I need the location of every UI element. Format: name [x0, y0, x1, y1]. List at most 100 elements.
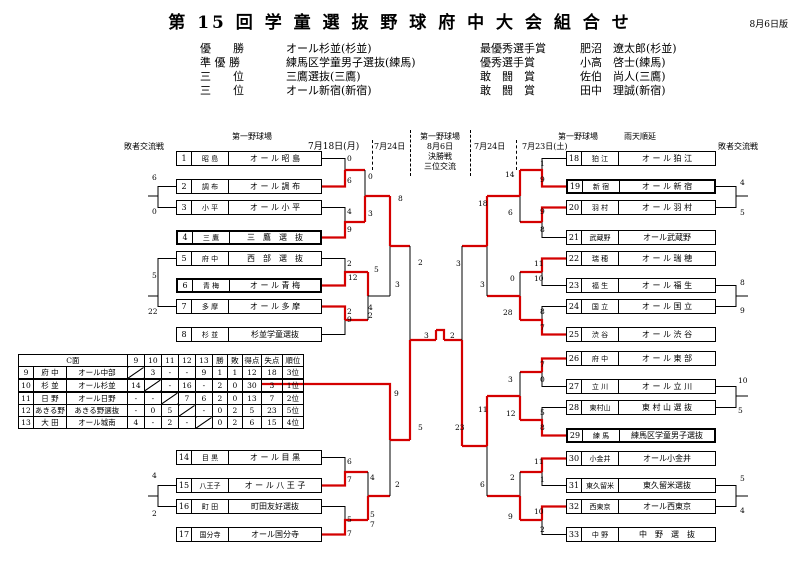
group-header-cell: 10	[143, 354, 162, 367]
edition-date: 8月6日版	[749, 20, 788, 30]
group-cell: 0	[226, 391, 243, 405]
group-cell: 1位	[281, 378, 304, 393]
team-name: オール西東京	[643, 502, 691, 511]
team-name: 東 村 山 選 抜	[641, 403, 693, 412]
team-number: 15	[177, 479, 192, 492]
group-cell: 6	[194, 391, 213, 405]
score-label: 11	[534, 259, 544, 268]
team-number: 2	[177, 180, 192, 193]
team-number: 32	[567, 500, 582, 513]
group-cell: 7	[177, 391, 196, 405]
group-cell: 2位	[281, 391, 304, 405]
group-header-cell: 順位	[281, 354, 304, 367]
score-label: 7	[540, 323, 545, 332]
score-label: 14	[505, 170, 515, 179]
score-label: 6	[152, 173, 157, 182]
team-area: 町 田	[192, 500, 229, 513]
score-label: 4	[370, 473, 375, 482]
group-cell: 2	[160, 416, 179, 429]
group-cell: 13	[241, 391, 262, 405]
score-label: 3	[368, 209, 373, 218]
group-cell: オール日野	[65, 391, 128, 405]
score-label: 4	[740, 506, 745, 515]
group-cell: 23	[260, 404, 283, 417]
team-name: オ ー ル 瑞 穂	[641, 254, 693, 263]
group-cell: -	[126, 404, 145, 417]
award-value: 練馬区学童男子選抜(練馬)	[286, 56, 416, 69]
awards-right: 最優秀選手賞肥沼 遼太郎(杉並)優秀選手賞小高 啓士(練馬)敢 闘 賞佐伯 尚人…	[480, 42, 740, 102]
loser-bracket-header-right: 敗者交流戦	[718, 142, 758, 151]
team-number: 1	[177, 152, 192, 165]
score-label: 1	[540, 475, 545, 484]
score-label: 2	[347, 259, 352, 268]
group-cell: -	[143, 416, 162, 429]
group-cell: 2	[226, 404, 243, 417]
team-number: 25	[567, 328, 582, 341]
team-area: 昭 島	[192, 152, 229, 165]
score-label: 8	[398, 194, 403, 203]
venue-center: 第一野球場	[420, 132, 460, 141]
score-label: 3	[424, 331, 429, 340]
score-label: 5	[347, 515, 352, 524]
group-cell: 14	[126, 378, 145, 393]
team-number: 18	[567, 152, 582, 165]
group-cell: 杉 並	[33, 378, 67, 393]
group-cell: 16	[177, 378, 196, 393]
team-area: 中 野	[582, 528, 619, 541]
team-name: オ ー ル 多 摩	[249, 302, 301, 311]
score-label: 8	[540, 423, 545, 432]
team-area: 西東京	[582, 500, 619, 513]
group-cell: オール杉並	[65, 378, 128, 393]
score-label: 2	[510, 473, 515, 482]
team-area: 練 馬	[583, 430, 620, 441]
team-area: 三 鷹	[193, 232, 230, 243]
score-label: 6	[480, 480, 485, 489]
team-number: 28	[567, 401, 582, 414]
team-name: オ ー ル 立 川	[641, 382, 693, 391]
group-cell: -	[177, 416, 196, 429]
team-area: 府 中	[192, 252, 229, 265]
score-label: 5	[370, 510, 375, 519]
score-label: 0	[347, 154, 352, 163]
score-label: 0	[152, 207, 157, 216]
team-number: 33	[567, 528, 582, 541]
team-name: 杉並学童選抜	[251, 330, 299, 339]
score-label: 22	[148, 307, 158, 316]
score-label: 3	[480, 280, 485, 289]
award-label: 敢 闘 賞	[480, 70, 535, 83]
score-label: 4	[152, 471, 157, 480]
score-label: 0	[368, 172, 373, 181]
group-cell	[177, 404, 196, 417]
team-area: 杉 並	[192, 328, 229, 341]
group-cell: 日 野	[33, 391, 67, 405]
group-cell: -	[143, 391, 162, 405]
award-label: 敢 闘 賞	[480, 84, 535, 97]
group-cell: 13	[18, 416, 34, 429]
score-label: 10	[738, 376, 748, 385]
team-name: オ ー ル 国 立	[641, 302, 693, 311]
score-label: 3	[508, 375, 513, 384]
team-name: オ ー ル 調 布	[249, 182, 301, 191]
award-label: 優 勝	[200, 42, 244, 55]
award-value: 肥沼 遼太郎(杉並)	[580, 42, 677, 55]
group-cell: 4	[126, 416, 145, 429]
team-area: 府 中	[582, 352, 619, 365]
group-header-cell: 得点	[241, 354, 262, 367]
score-label: 6	[347, 176, 352, 185]
team-area: 新 宿	[583, 181, 620, 192]
team-area: 青 梅	[193, 280, 230, 291]
